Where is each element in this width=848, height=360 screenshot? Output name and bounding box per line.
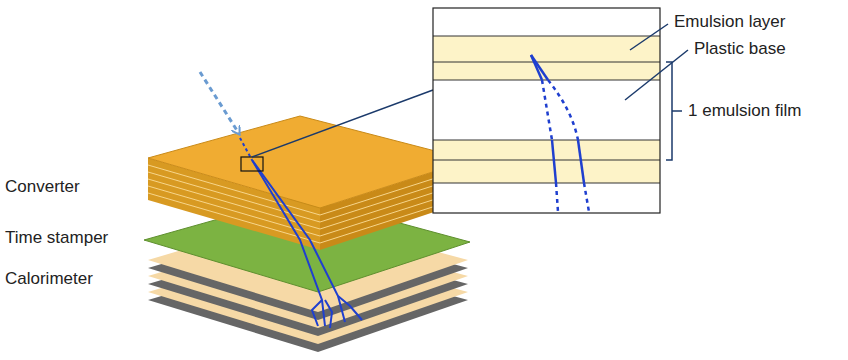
part-label: Time stamper — [5, 229, 108, 248]
part-label: Calorimeter — [5, 270, 93, 289]
emulsion-label: Emulsion layer — [674, 13, 786, 32]
zoom-marker — [241, 157, 263, 171]
film-label: 1 emulsion film — [688, 102, 801, 121]
label-leaders — [625, 24, 688, 160]
zoom-leader — [252, 90, 433, 157]
incoming-track — [200, 72, 238, 132]
emulsion-inset — [433, 8, 660, 213]
part-label: Converter — [5, 178, 80, 197]
plastic-label: Plastic base — [694, 40, 786, 59]
shower-tracks — [240, 138, 362, 328]
